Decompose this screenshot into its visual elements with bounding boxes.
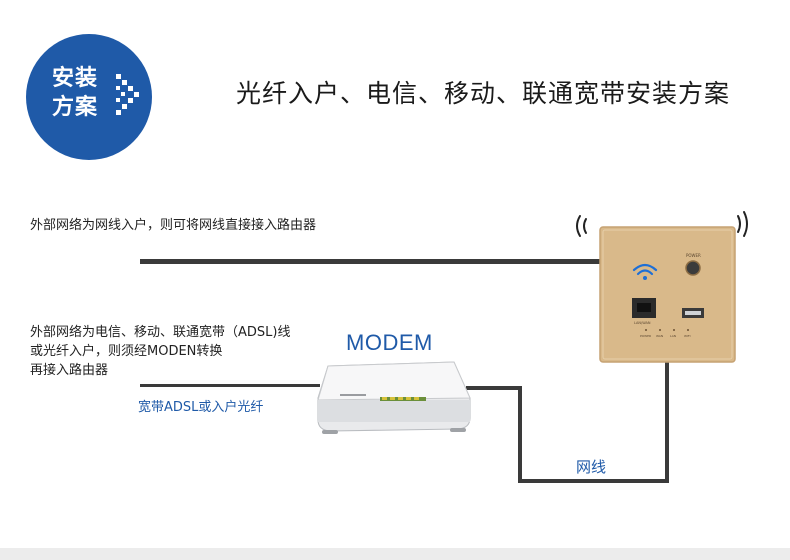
modem-note-line-2: 或光纤入户，则须经MODEN转换 — [30, 344, 223, 359]
modem-label: MODEM — [346, 330, 433, 355]
direct-connection-note: 外部网络为网线入户，则可将网线直接接入路由器 — [30, 218, 317, 233]
adsl-input-cable — [140, 384, 320, 387]
page-title: 光纤入户、电信、移动、联通宽带安装方案 — [236, 79, 731, 108]
modem-connection-note: 外部网络为电信、移动、联通宽带（ADSL)线 或光纤入户，则须经MODEN转换 … — [30, 323, 290, 380]
direct-network-cable — [140, 259, 600, 264]
badge-line-1: 安装 — [52, 66, 99, 91]
wall-router-panel: POWER LAN/WAN POWER WAN LAN WIFI — [599, 226, 736, 363]
modem-to-router-cable — [466, 362, 669, 483]
power-label: POWER — [686, 253, 701, 258]
signal-left-icon — [576, 215, 587, 237]
chevron-right-icon — [116, 74, 139, 115]
indicator-label-2: LAN — [670, 334, 676, 338]
lan-port-label: LAN/WAN — [634, 321, 651, 325]
adsl-label: 宽带ADSL或入户光纤 — [138, 400, 264, 415]
indicator-label-0: POWER — [640, 334, 651, 338]
install-plan-badge: 安装 方案 — [26, 34, 152, 160]
modem-note-line-3: 再接入路由器 — [30, 363, 109, 378]
modem-device — [317, 361, 471, 434]
badge-line-2: 方案 — [52, 95, 99, 120]
network-cable-label: 网线 — [576, 458, 607, 476]
footer-bar — [0, 548, 790, 560]
indicator-label-1: WAN — [656, 334, 663, 338]
wifi-icon — [632, 263, 658, 280]
power-button-icon — [685, 260, 701, 276]
indicator-label-3: WIFI — [684, 334, 691, 338]
badge-text: 安装 方案 — [52, 64, 112, 122]
signal-right-icon — [737, 211, 748, 237]
modem-note-line-1: 外部网络为电信、移动、联通宽带（ADSL)线 — [30, 325, 291, 340]
